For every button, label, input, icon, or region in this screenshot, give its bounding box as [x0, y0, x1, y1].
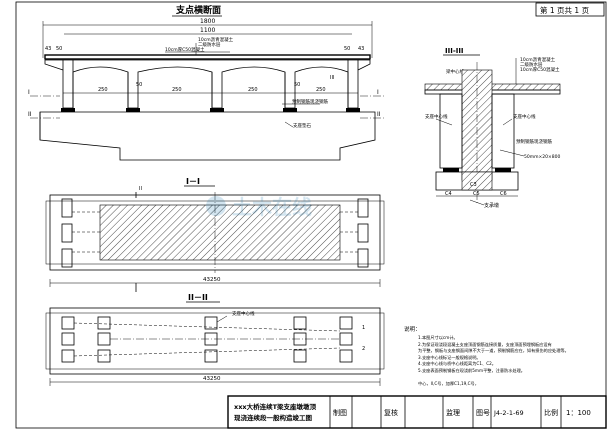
- pavement-label-1: 10cm沥青混凝土: [198, 36, 234, 43]
- s3-support-center-right: 支座中心线: [513, 113, 536, 120]
- s3-beam-center: 梁中心线: [446, 68, 464, 75]
- page-label-box: [535, 2, 605, 17]
- section-mark-i-right: I: [377, 89, 379, 96]
- title-block: xxx大桥连续T梁支座墩墩顶 现浇连续段一般构造竣工图 制图 复核 监理 图号 …: [227, 395, 607, 429]
- s2-total-dim: 43250: [203, 376, 221, 382]
- s2-dim-2: 2: [362, 346, 365, 352]
- note-2: 2.为保证现浇段混凝土支座顶面钢筋连接质量，支座顶面预埋钢板应设有: [418, 341, 552, 348]
- section-mark-iii-top: III: [330, 75, 334, 81]
- dim-span-1: 250: [98, 87, 108, 93]
- s2-support-center: 支座中心线: [232, 310, 255, 317]
- section-iii-title: III-III: [445, 47, 464, 55]
- drawing-no: J4-2-1-69: [493, 409, 524, 417]
- scale-label: 比例: [544, 408, 558, 417]
- s3-pier-label: 支承墩: [484, 202, 499, 209]
- support-pad-note: 支座垫石: [293, 122, 311, 129]
- section-i-title: I－I: [186, 177, 200, 186]
- section-mark-i-left: I: [28, 89, 30, 96]
- watermark-text: 土木在线: [232, 195, 312, 219]
- s1-mark-ii: II: [139, 186, 142, 192]
- s3-dim-c6: C6: [500, 191, 507, 197]
- note-3: 为平整，钢板与支座钢面间隙不大于一道，预制钢筋应在，如有损伤的应处理等。: [418, 347, 569, 354]
- review-label: 复核: [384, 408, 398, 417]
- s3-dim-c3: C3: [470, 182, 477, 188]
- s3-support-center-left: 支座中心线: [425, 113, 448, 120]
- main-title: 支点横断面: [175, 4, 221, 16]
- dim-inner: 1100: [200, 27, 215, 34]
- scale-value: 1：100: [566, 409, 591, 417]
- rebar-note: 预制钢筋现浇钢筋: [292, 98, 328, 105]
- section-i-i: I－I II 43250: [45, 177, 385, 292]
- dim-right-rib: 50: [294, 82, 300, 88]
- s3-rebar: 预制钢筋现浇钢筋: [516, 138, 552, 145]
- pavement-label-3: 10cm厚C50混凝土: [165, 46, 205, 53]
- s1-total-dim: 43250: [203, 277, 221, 283]
- supervise-label: 监理: [446, 408, 460, 417]
- section-ii-title: II－II: [188, 293, 208, 302]
- dim-span-2: 250: [172, 87, 182, 93]
- project-line-2: 现浇连续段一般构造竣工图: [234, 413, 313, 422]
- s3-pad-size: 50mm×20×800: [524, 154, 560, 160]
- s3-pavement-1: 10cm沥青混凝土: [520, 56, 556, 63]
- dim-span-3: 250: [248, 87, 258, 93]
- s3-pavement-2: 二级防水层: [520, 61, 543, 68]
- s3-dim-c4: C4: [445, 191, 452, 197]
- s2-dim-1: 1: [362, 325, 365, 331]
- pavement-label-2: 二级防水层: [198, 41, 221, 48]
- section-mark-ii-right: II: [377, 111, 381, 118]
- watermark: 土木在线: [206, 195, 312, 219]
- note-4: 3.支座中心线标记一般规格说明。: [418, 354, 481, 361]
- project-line-1: xxx大桥连续T梁支座墩墩顶: [234, 402, 317, 411]
- drawing-no-label: 图号: [476, 409, 490, 417]
- dim-span-4: 250: [316, 87, 326, 93]
- dim-left-cant: 50: [56, 46, 62, 52]
- page-label: 第 1 页共 1 页: [540, 5, 590, 15]
- section-ii-ii: II－II 支座中心线 1 2: [45, 293, 385, 386]
- drawn-label: 制图: [333, 408, 347, 417]
- dim-left-rib: 50: [136, 82, 142, 88]
- notes-block: 说明： 1.本图尺寸以cm计。 2.为保证现浇段混凝土支座顶面钢筋连接质量，支座…: [404, 325, 569, 387]
- dim-right-edge: 43: [358, 46, 364, 52]
- note-5: 4.支座中心线与桥中心线距离为C1、C2。: [418, 360, 496, 367]
- dim-total: 1800: [200, 18, 215, 25]
- dim-right-cant: 50: [344, 46, 350, 52]
- support-cross-section: 1800 1100 10cm沥青混凝土 二级防水层 10cm厚C50混凝土 43…: [28, 18, 385, 161]
- note-1: 1.本图尺寸以cm计。: [418, 334, 458, 341]
- section-mark-ii-left: II: [28, 111, 32, 118]
- s3-dim-c5: C5: [473, 191, 480, 197]
- notes-title: 说明：: [404, 325, 421, 333]
- note-6: 5.支座表面预制钢板在现浇前5mm平整，注意防水处理。: [418, 367, 525, 374]
- notes-extra: 中心，II,C号，加厚C1,19,C号，: [418, 380, 479, 387]
- s3-pavement-3: 10cm厚C50混凝土: [520, 66, 560, 73]
- section-iii-iii: III-III 10cm沥青混凝土 二级防水层 10cm厚C50混凝土 梁中心线…: [424, 47, 560, 209]
- dim-left-edge: 43: [45, 46, 51, 52]
